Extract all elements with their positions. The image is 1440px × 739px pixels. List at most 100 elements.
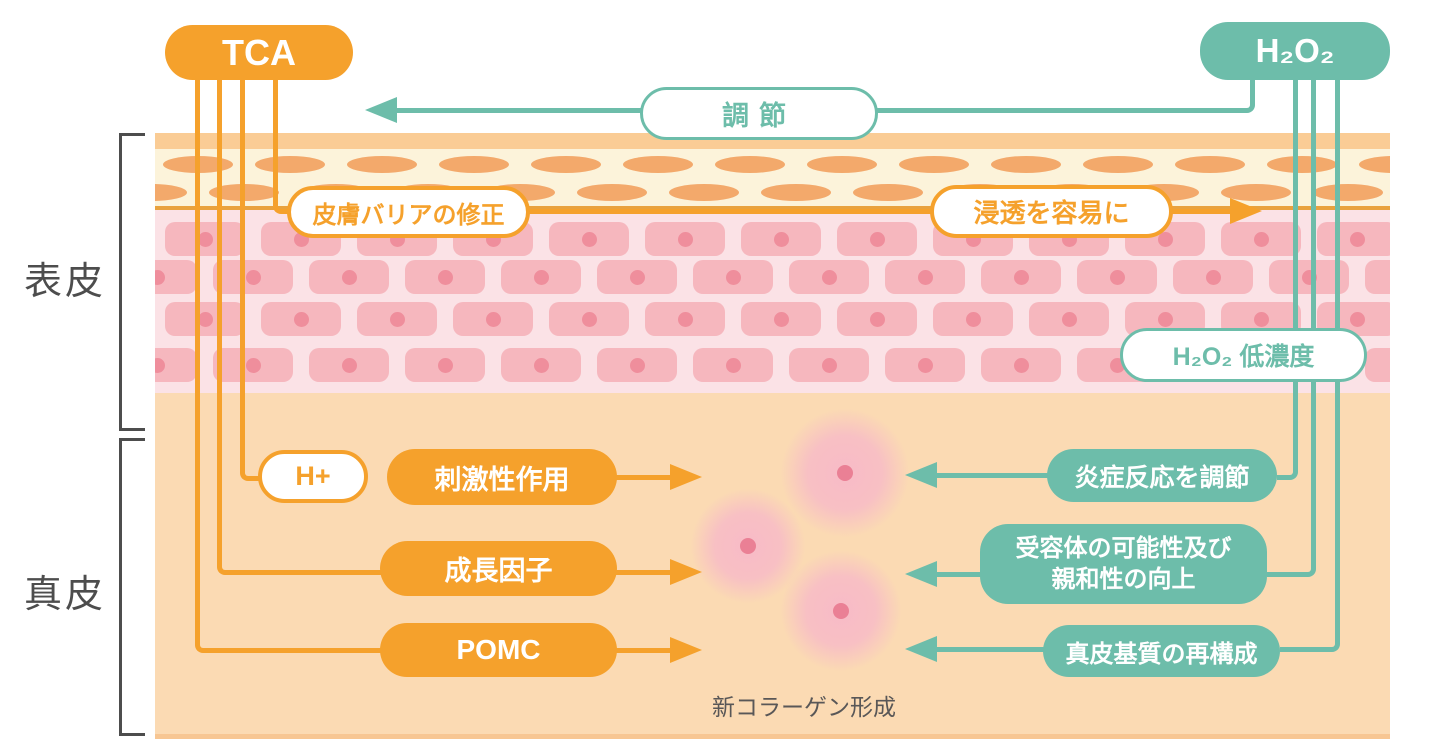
keratinocyte-nucleus bbox=[1014, 358, 1029, 373]
tca-line-h-plus bbox=[240, 78, 265, 481]
corneocyte-cell bbox=[669, 184, 739, 201]
keratinocyte-nucleus bbox=[678, 312, 693, 327]
stratum-corneum-band bbox=[155, 149, 1390, 207]
keratinocyte-nucleus bbox=[1254, 232, 1269, 247]
keratinocyte-nucleus bbox=[1062, 312, 1077, 327]
matrix-arrowhead-icon bbox=[905, 636, 937, 662]
corneocyte-cell bbox=[807, 156, 877, 173]
corneocyte-cell bbox=[761, 184, 831, 201]
fibroblast-nucleus bbox=[833, 603, 849, 619]
h2o2-line-receptor bbox=[1267, 78, 1316, 577]
keratinocyte-nucleus bbox=[582, 232, 597, 247]
keratinocyte-nucleus bbox=[246, 270, 261, 285]
keratinocyte-nucleus bbox=[438, 270, 453, 285]
keratinocyte-nucleus bbox=[486, 312, 501, 327]
tca-line-barrier bbox=[273, 78, 293, 214]
receptor-affinity-line1: 受容体の可能性及び bbox=[1015, 534, 1232, 562]
regulation-pill: 調節 bbox=[640, 87, 878, 140]
keratinocyte-nucleus bbox=[726, 358, 741, 373]
barrier-fix-pill: 皮膚バリアの修正 bbox=[287, 186, 530, 238]
growth-arrowhead-icon bbox=[670, 559, 702, 585]
dermis-label: 真皮 bbox=[24, 574, 107, 616]
inflammation-arrow-line bbox=[933, 473, 1051, 478]
pomc-arrowhead-icon bbox=[670, 637, 702, 663]
keratinocyte-nucleus bbox=[630, 270, 645, 285]
tca-box: TCA bbox=[165, 25, 353, 80]
matrix-arrow-line bbox=[933, 647, 1047, 652]
keratinocyte-nucleus bbox=[534, 270, 549, 285]
corneocyte-cell bbox=[1175, 156, 1245, 173]
corneocyte-cell bbox=[899, 156, 969, 173]
corneocyte-cell bbox=[155, 184, 187, 201]
epidermis-cell-band bbox=[155, 210, 1390, 393]
corneocyte-cell bbox=[531, 156, 601, 173]
corneocyte-cell bbox=[1359, 156, 1390, 173]
ease-penetration-pill: 浸透を容易に bbox=[930, 185, 1173, 238]
pomc-pill: POMC bbox=[380, 623, 617, 677]
fibroblast-nucleus bbox=[837, 465, 853, 481]
keratinocyte-nucleus bbox=[1158, 232, 1173, 247]
keratinocyte-nucleus bbox=[534, 358, 549, 373]
keratinocyte-cell bbox=[1365, 260, 1390, 294]
receptor-affinity-pill: 受容体の可能性及び 親和性の向上 bbox=[980, 524, 1267, 604]
fibroblast-nucleus bbox=[740, 538, 756, 554]
epidermis-bracket bbox=[119, 133, 145, 431]
regulation-arrowhead-icon bbox=[365, 97, 397, 123]
corneocyte-cell bbox=[439, 156, 509, 173]
keratinocyte-nucleus bbox=[342, 358, 357, 373]
corneocyte-cell bbox=[347, 156, 417, 173]
epidermis-label: 表皮 bbox=[24, 261, 107, 303]
new-collagen-caption: 新コラーゲン形成 bbox=[712, 694, 896, 720]
stratum-corneum-top-strip bbox=[155, 133, 1390, 149]
corneocyte-cell bbox=[1313, 184, 1383, 201]
corneocyte-cell bbox=[853, 184, 923, 201]
keratinocyte-nucleus bbox=[1206, 270, 1221, 285]
corneocyte-cell bbox=[715, 156, 785, 173]
corneocyte-cell bbox=[1221, 184, 1291, 201]
barrier-penetration-line bbox=[520, 209, 940, 214]
keratinocyte-nucleus bbox=[198, 232, 213, 247]
keratinocyte-nucleus bbox=[390, 312, 405, 327]
h2o2-line-inflammation bbox=[1277, 78, 1298, 480]
dermis-bracket bbox=[119, 438, 145, 736]
keratinocyte-nucleus bbox=[438, 358, 453, 373]
penetration-arrow-line bbox=[1165, 209, 1232, 214]
keratinocyte-nucleus bbox=[774, 232, 789, 247]
keratinocyte-cell bbox=[1365, 348, 1390, 382]
corneocyte-cell bbox=[577, 184, 647, 201]
keratinocyte-nucleus bbox=[726, 270, 741, 285]
keratinocyte-nucleus bbox=[1350, 312, 1365, 327]
inflammation-arrowhead-icon bbox=[905, 462, 937, 488]
corneocyte-cell bbox=[1083, 156, 1153, 173]
subcutis-edge-strip bbox=[155, 734, 1390, 739]
h2o2-low-concentration-pill: H₂O₂ 低濃度 bbox=[1120, 328, 1367, 382]
keratinocyte-nucleus bbox=[1014, 270, 1029, 285]
keratinocyte-nucleus bbox=[774, 312, 789, 327]
corneocyte-cell bbox=[991, 156, 1061, 173]
h2o2-box: H₂O₂ bbox=[1200, 22, 1390, 80]
keratinocyte-nucleus bbox=[870, 232, 885, 247]
keratinocyte-nucleus bbox=[1110, 270, 1125, 285]
h-plus-pill: H+ bbox=[258, 450, 368, 503]
inflammation-regulation-pill: 炎症反応を調節 bbox=[1047, 449, 1277, 502]
receptor-arrow-line bbox=[933, 572, 985, 577]
keratinocyte-nucleus bbox=[870, 312, 885, 327]
corneocyte-cell bbox=[255, 156, 325, 173]
keratinocyte-nucleus bbox=[966, 312, 981, 327]
corneocyte-cell bbox=[1267, 156, 1337, 173]
penetration-arrowhead-icon bbox=[1230, 198, 1262, 224]
growth-arrow-line bbox=[612, 570, 674, 575]
corneocyte-cell bbox=[623, 156, 693, 173]
keratinocyte-nucleus bbox=[918, 270, 933, 285]
keratinocyte-nucleus bbox=[198, 312, 213, 327]
keratinocyte-nucleus bbox=[155, 358, 165, 373]
tca-line-growth-factor bbox=[217, 78, 385, 575]
pomc-arrow-line bbox=[612, 648, 674, 653]
keratinocyte-nucleus bbox=[582, 312, 597, 327]
irritant-action-pill: 刺激性作用 bbox=[387, 449, 617, 505]
keratinocyte-nucleus bbox=[1158, 312, 1173, 327]
keratinocyte-nucleus bbox=[630, 358, 645, 373]
keratinocyte-nucleus bbox=[822, 358, 837, 373]
keratinocyte-nucleus bbox=[1350, 232, 1365, 247]
